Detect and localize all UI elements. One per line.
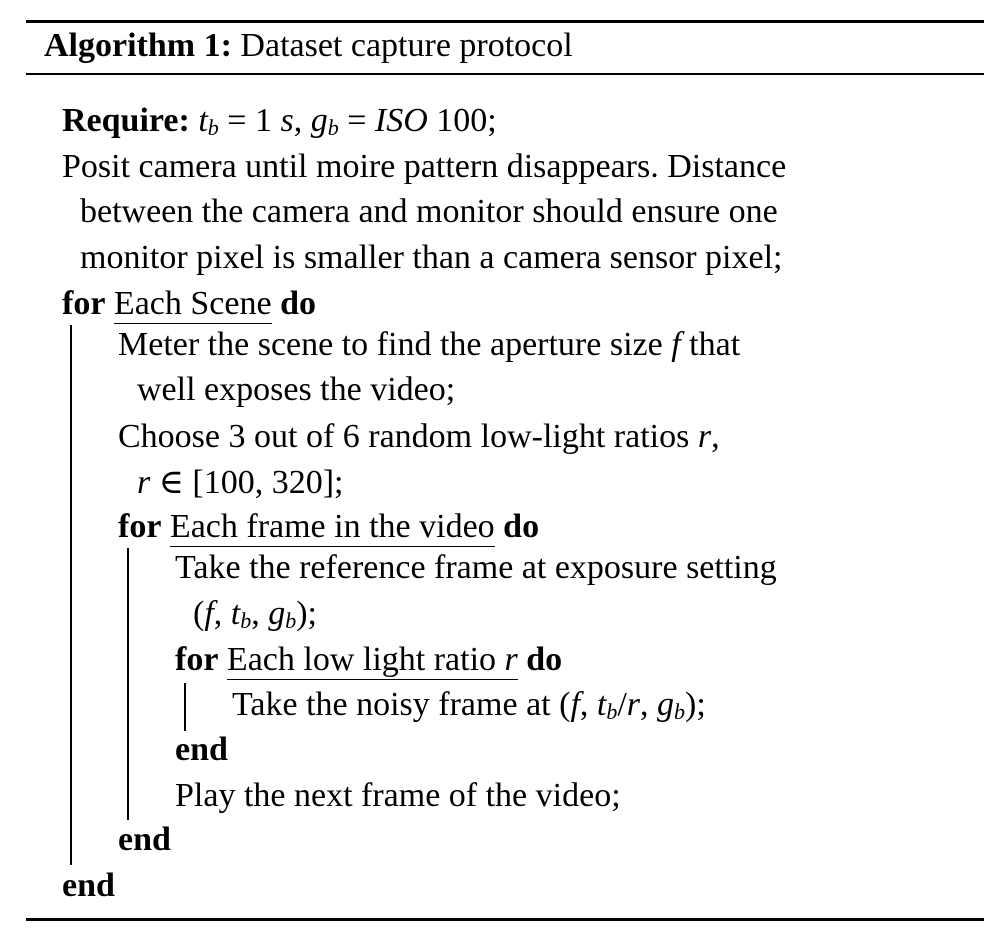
- bottom-rule: [26, 918, 984, 921]
- frame-loop-condition: Each frame in the video: [169, 508, 495, 547]
- caption-rule: [26, 73, 984, 75]
- play-next-frame-line: Play the next frame of the video;: [175, 777, 621, 814]
- posit-line-3: monitor pixel is smaller than a camera s…: [80, 239, 783, 276]
- ratio-loop-header: for Each low light ratio r do: [175, 641, 563, 680]
- take-noisy-line: Take the noisy frame at (f, tb/r, gb);: [232, 686, 706, 724]
- take-reference-line-2: (f, tb, gb);: [193, 595, 318, 633]
- choose-line-1: Choose 3 out of 6 random low-light ratio…: [118, 418, 720, 455]
- require-line: Require: tb = 1 s, gb = ISO 100;: [62, 102, 497, 140]
- frame-loop-bar: [127, 548, 129, 820]
- choose-line-2: r ∈ [100, 320];: [137, 464, 344, 501]
- frame-loop-end: end: [118, 821, 171, 858]
- scene-loop-condition: Each Scene: [113, 285, 272, 324]
- meter-line-2: well exposes the video;: [137, 371, 456, 408]
- ratio-loop-condition: Each low light ratio r: [226, 641, 518, 680]
- scene-loop-bar: [70, 325, 72, 865]
- posit-line-2: between the camera and monitor should en…: [80, 193, 778, 230]
- algorithm-caption: Algorithm 1: Dataset capture protocol: [44, 24, 573, 68]
- take-reference-line-1: Take the reference frame at exposure set…: [175, 549, 777, 586]
- ratio-loop-end: end: [175, 731, 228, 768]
- scene-loop-header: for Each Scene do: [62, 285, 316, 324]
- frame-loop-header: for Each frame in the video do: [118, 508, 540, 547]
- ratio-loop-bar: [184, 683, 186, 731]
- algorithm-label: Algorithm 1:: [44, 27, 232, 64]
- meter-line-1: Meter the scene to find the aperture siz…: [118, 326, 741, 363]
- require-keyword: Require:: [62, 102, 190, 139]
- scene-loop-end: end: [62, 867, 115, 904]
- top-rule: [26, 20, 984, 23]
- posit-line-1: Posit camera until moire pattern disappe…: [62, 148, 787, 185]
- algorithm-title: Dataset capture protocol: [240, 27, 573, 64]
